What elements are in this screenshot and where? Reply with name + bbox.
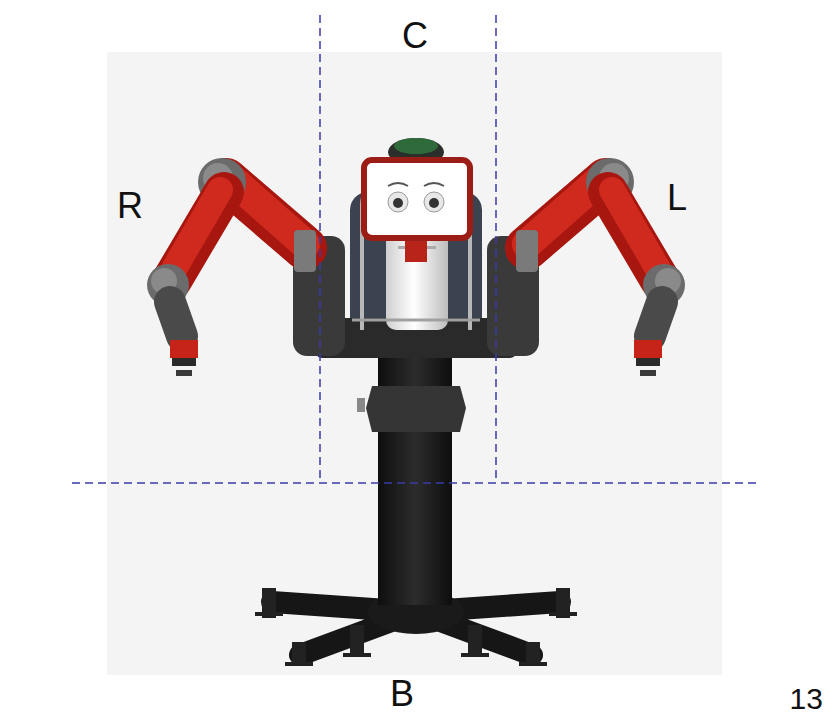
backdrop	[107, 52, 722, 675]
region-label: B	[390, 676, 414, 712]
robot-column	[357, 355, 466, 605]
region-label: C	[402, 18, 428, 54]
robot-head	[364, 138, 470, 262]
right-arm	[147, 158, 316, 376]
region-label: R	[117, 188, 143, 224]
region-dividers	[72, 15, 757, 483]
region-label: L	[667, 180, 687, 216]
page-number: 13	[790, 684, 823, 714]
left-arm	[516, 158, 685, 376]
